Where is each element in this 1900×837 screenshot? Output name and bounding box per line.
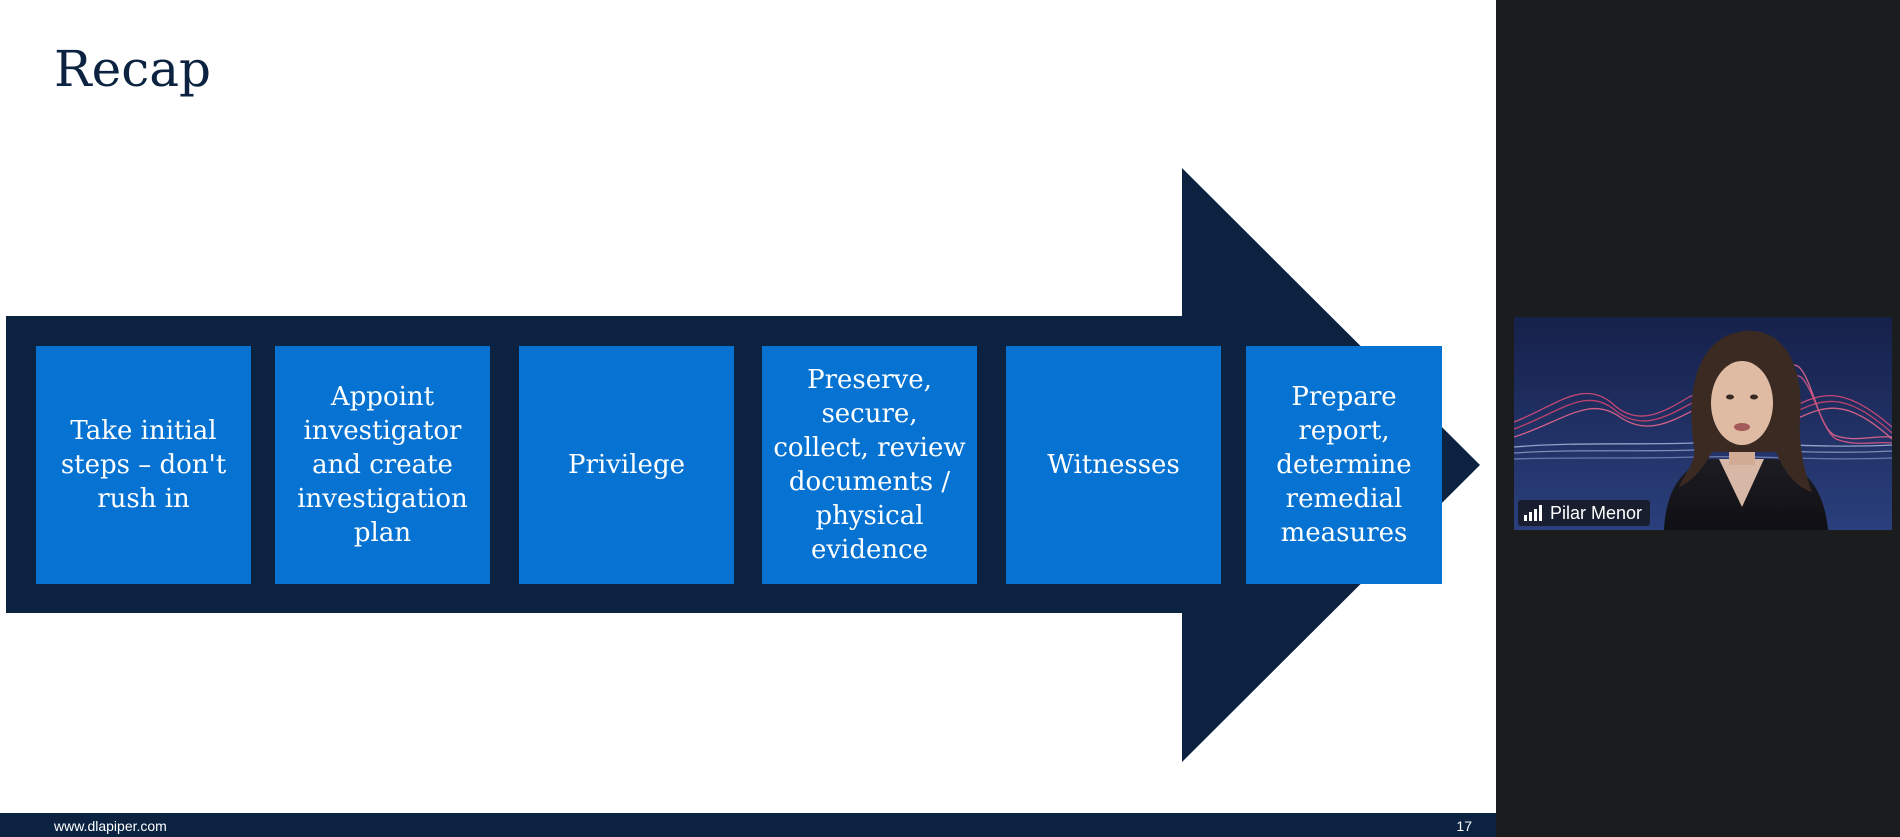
participant-name-tag: Pilar Menor: [1518, 500, 1651, 526]
slide-page-number: 17: [1456, 818, 1472, 834]
footer-url: www.dlapiper.com: [54, 818, 167, 834]
slide-title: Recap: [54, 40, 212, 98]
process-step-6: Prepare report, determine remedial measu…: [1246, 346, 1442, 584]
process-arrow-shape: [6, 168, 1480, 762]
process-step-4: Preserve, secure, collect, review docume…: [762, 346, 977, 584]
process-step-5: Witnesses: [1006, 346, 1221, 584]
shared-slide: Recap Take initial steps – don't rush in…: [0, 0, 1496, 837]
signal-strength-icon: [1524, 505, 1542, 521]
process-step-label: Take initial steps – don't rush in: [60, 416, 227, 514]
process-step-label: Prepare report, determine remedial measu…: [1276, 382, 1412, 548]
slide-footer: www.dlapiper.com 17: [0, 813, 1496, 837]
process-step-2: Appoint investigator and create investig…: [275, 346, 490, 584]
participant-name: Pilar Menor: [1550, 502, 1643, 523]
process-step-label: Appoint investigator and create investig…: [297, 382, 468, 548]
video-feed: [1514, 317, 1892, 530]
process-step-label: Witnesses: [1047, 450, 1180, 480]
participant-video-tile[interactable]: Pilar Menor: [1514, 317, 1892, 530]
process-step-label: Privilege: [568, 450, 685, 480]
process-step-label: Preserve, secure, collect, review docume…: [773, 365, 966, 565]
process-step-1: Take initial steps – don't rush in: [36, 346, 251, 584]
process-step-3: Privilege: [519, 346, 734, 584]
